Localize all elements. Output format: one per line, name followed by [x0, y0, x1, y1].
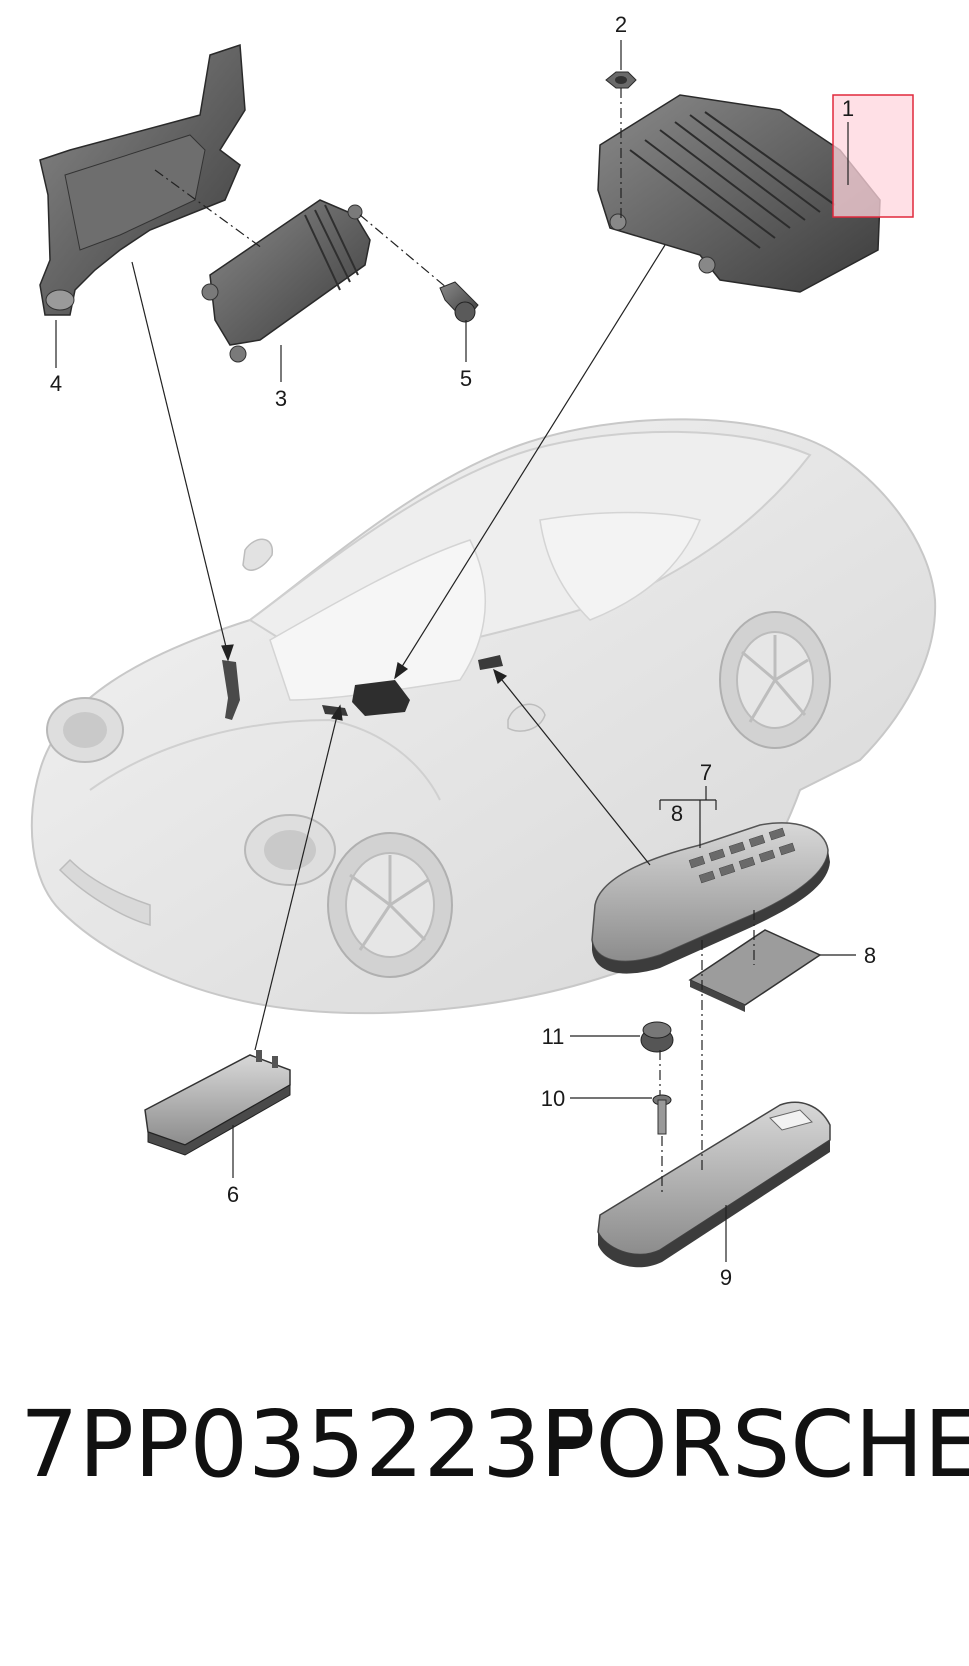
caption: 7PP035223F PORSCHE [20, 1375, 969, 1515]
leader-lines [55, 40, 856, 1262]
control-unit-part [597, 94, 881, 293]
callout-10: 10 [541, 1086, 565, 1111]
screw-part [652, 1094, 672, 1135]
callout-11: 11 [542, 1024, 565, 1049]
bolt-part [439, 281, 479, 323]
callout-8-right: 8 [864, 943, 876, 968]
callout-7: 7 [700, 760, 712, 785]
highlight-box [832, 94, 914, 218]
assembly-lines [154, 88, 755, 1195]
callout-6: 6 [227, 1182, 239, 1207]
callout-8-top: 8 [671, 801, 683, 826]
callout-9: 9 [720, 1265, 732, 1290]
receiver-part [144, 1050, 291, 1156]
callout-3: 3 [275, 386, 287, 411]
bracket-part [39, 43, 246, 316]
parts-diagram: 1 2 3 4 5 6 7 8 8 9 10 11 [30, 12, 937, 1290]
callout-1: 1 [842, 96, 854, 121]
callout-4: 4 [50, 371, 62, 396]
callout-numbers: 1 2 3 4 5 6 7 8 8 9 10 11 [50, 12, 876, 1290]
remote-part [591, 822, 830, 974]
brand-name: PORSCHE [540, 1391, 969, 1498]
nut-part [605, 71, 637, 89]
part-number: 7PP035223F [20, 1391, 594, 1498]
car-illustration [30, 418, 937, 1015]
module-part [201, 199, 371, 363]
holder-part [597, 1101, 831, 1268]
callout-5: 5 [460, 366, 472, 391]
cap-part [640, 1021, 674, 1053]
callout-2: 2 [615, 12, 627, 37]
